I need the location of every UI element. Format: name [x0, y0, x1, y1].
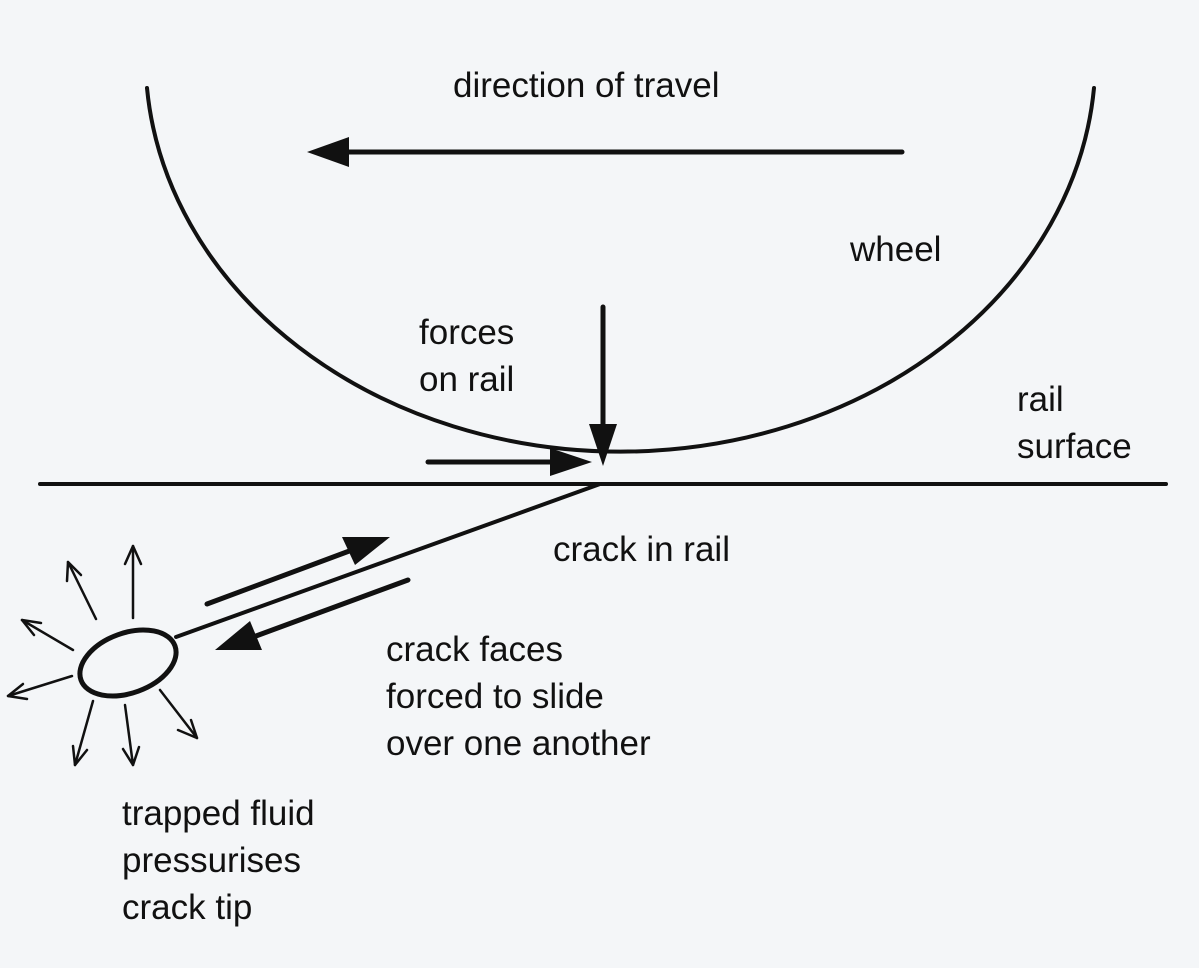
rail-surface-label: rail surface — [1017, 376, 1132, 470]
trapped-fluid-line-3: crack tip — [122, 888, 253, 927]
direction-of-travel-label: direction of travel — [453, 66, 720, 105]
trapped-fluid-label: trapped fluid pressurises crack tip — [122, 790, 315, 931]
crack-faces-line-3: over one another — [386, 724, 651, 763]
rail-surface-line-1: rail — [1017, 380, 1064, 419]
forces-on-rail-label: forces on rail — [419, 309, 514, 403]
crack-faces-line-1: crack faces — [386, 630, 563, 669]
crack-face-arrow-upper — [204, 547, 355, 607]
rail-surface-line-2: surface — [1017, 427, 1132, 466]
crack-tip-fluid — [77, 627, 179, 699]
crack-face-arrowhead-lower — [215, 621, 262, 650]
direction-of-travel-arrowhead — [307, 137, 349, 167]
vertical-force-arrowhead — [589, 424, 617, 466]
crack-face-arrowhead-upper — [342, 537, 390, 565]
forces-on-rail-line-1: forces — [419, 313, 515, 352]
forces-on-rail-line-2: on rail — [419, 360, 515, 399]
wheel-label: wheel — [850, 230, 942, 269]
crack-line — [174, 482, 602, 639]
wheel-outline — [145, 86, 1096, 454]
crack-face-arrow-lower — [253, 577, 411, 639]
crack-faces-label: crack faces forced to slide over one ano… — [386, 626, 651, 767]
horizontal-force-arrowhead — [550, 448, 592, 476]
crack-in-rail-label: crack in rail — [553, 530, 730, 569]
trapped-fluid-line-1: trapped fluid — [122, 794, 315, 833]
trapped-fluid-line-2: pressurises — [122, 841, 301, 880]
crack-faces-line-2: forced to slide — [386, 677, 604, 716]
pressure-arrows — [6, 544, 199, 767]
